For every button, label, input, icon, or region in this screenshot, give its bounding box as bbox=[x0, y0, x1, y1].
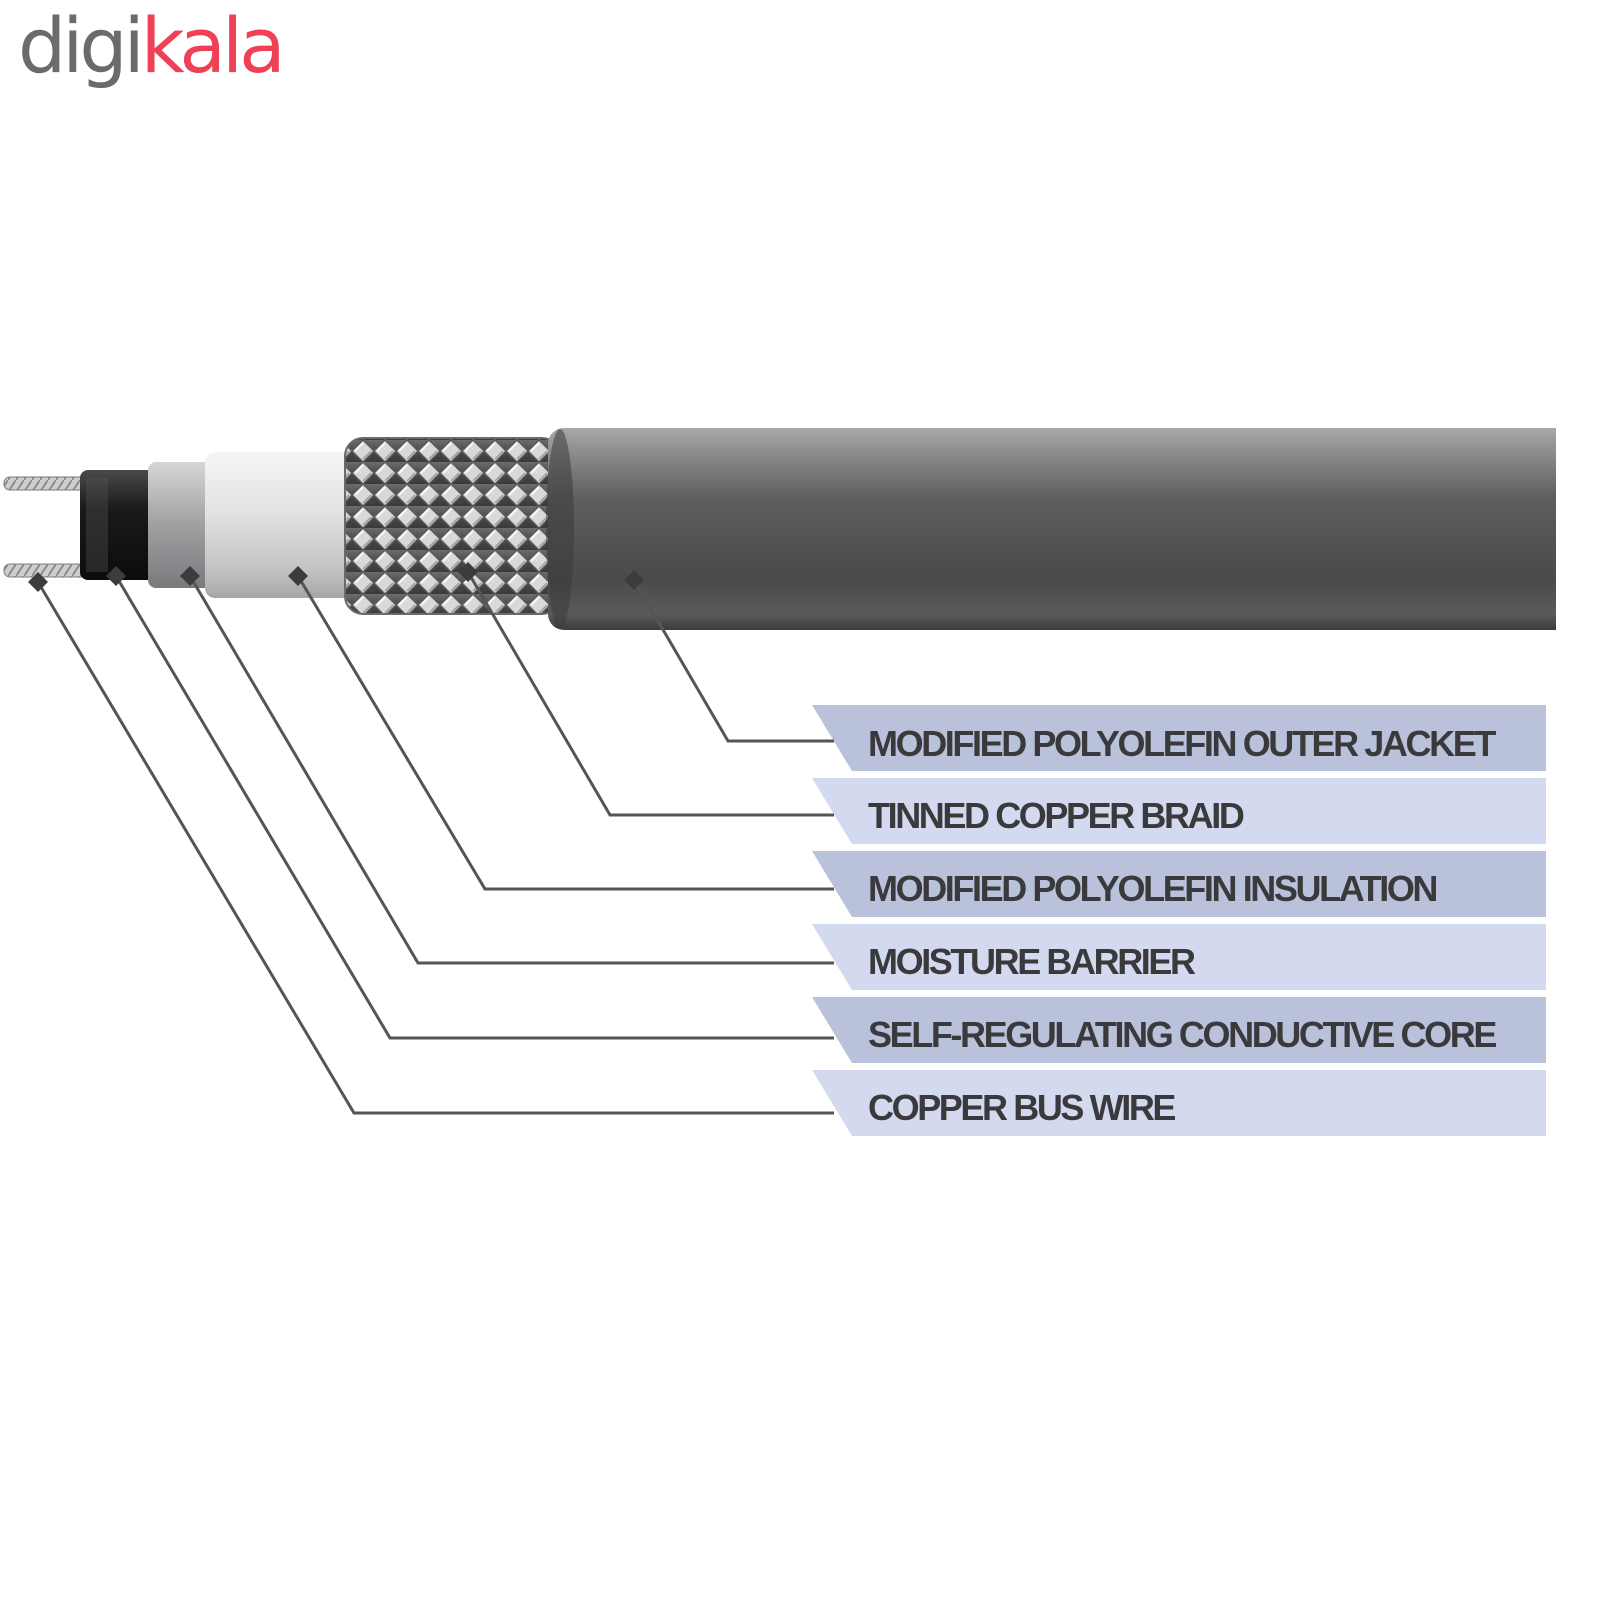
label-band-conductive-core bbox=[812, 997, 1546, 1063]
layer-label-bands bbox=[812, 705, 1546, 1136]
leader-line-copper-bus-wire bbox=[36, 581, 834, 1115]
leader-marker-copper-braid bbox=[458, 562, 478, 582]
leader-marker-insulation bbox=[288, 566, 308, 586]
label-band-copper-bus-wire bbox=[812, 1070, 1546, 1136]
label-conductive-core: SELF-REGULATING CONDUCTIVE CORE bbox=[868, 1014, 1496, 1055]
label-copper-braid: TINNED COPPER BRAID bbox=[868, 795, 1244, 836]
label-band-insulation bbox=[812, 851, 1546, 917]
leader-marker-outer-jacket bbox=[624, 570, 644, 590]
label-band-moisture-barrier bbox=[812, 924, 1546, 990]
conductive-core-segment bbox=[80, 470, 160, 580]
outer-jacket-segment bbox=[546, 428, 1556, 630]
bus-wire-top bbox=[3, 476, 91, 491]
leader-line-insulation bbox=[296, 575, 834, 891]
leader-line-moisture-barrier bbox=[188, 575, 834, 965]
label-moisture-barrier: MOISTURE BARRIER bbox=[868, 941, 1196, 982]
tinned-copper-braid-segment bbox=[344, 437, 561, 615]
moisture-barrier-segment bbox=[148, 462, 220, 588]
leader-line-copper-braid bbox=[466, 571, 834, 817]
leader-marker-conductive-core bbox=[106, 566, 126, 586]
leader-marker-moisture-barrier bbox=[180, 566, 200, 586]
leader-marker-copper-bus-wire bbox=[28, 572, 48, 592]
brand-logo-gray-part: digi bbox=[18, 1, 145, 90]
label-copper-bus-wire: COPPER BUS WIRE bbox=[868, 1087, 1175, 1128]
insulation-segment bbox=[205, 452, 355, 598]
leader-line-outer-jacket bbox=[632, 579, 834, 743]
leader-lines bbox=[28, 562, 834, 1115]
brand-logo-red-part: kala bbox=[140, 1, 286, 90]
label-outer-jacket: MODIFIED POLYOLEFIN OUTER JACKET bbox=[868, 723, 1496, 764]
label-band-copper-braid bbox=[812, 778, 1546, 844]
label-insulation: MODIFIED POLYOLEFIN INSULATION bbox=[868, 868, 1436, 909]
label-band-outer-jacket bbox=[812, 705, 1546, 771]
brand-logo: digikala bbox=[18, 8, 286, 84]
leader-line-conductive-core bbox=[114, 575, 834, 1040]
